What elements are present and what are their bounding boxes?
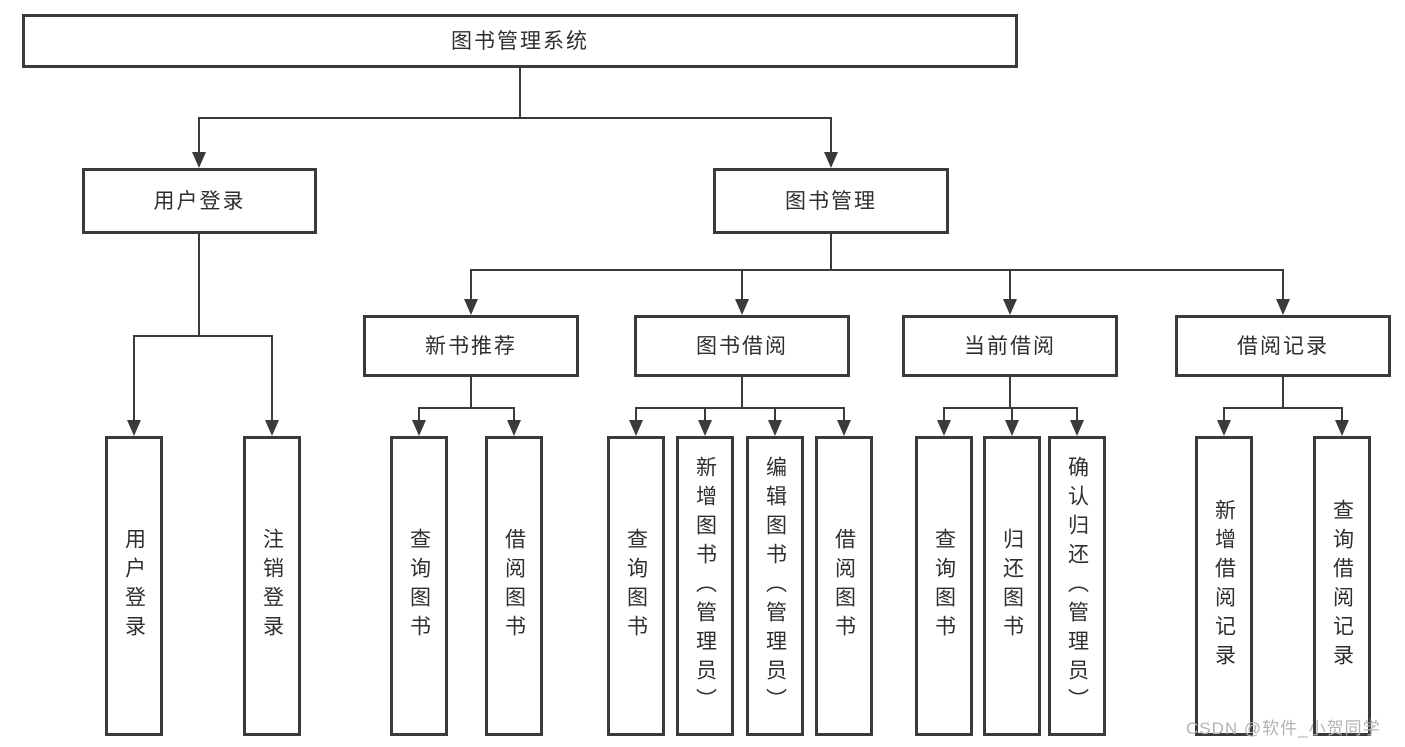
connector-line <box>470 377 472 408</box>
connector-line <box>1224 407 1343 409</box>
connector-line <box>741 377 743 408</box>
arrowhead-down <box>1003 299 1017 315</box>
connector-line <box>198 117 200 153</box>
node-root: 图书管理系统 <box>22 14 1018 68</box>
arrowhead-down <box>265 420 279 436</box>
arrowhead-down <box>412 420 426 436</box>
leaf-logout: 注销登录 <box>243 436 301 736</box>
leaf-add-books-admin: 新增图书（管理员） <box>676 436 734 736</box>
node-user-login: 用户登录 <box>82 168 317 234</box>
connector-line <box>635 407 637 421</box>
arrowhead-down <box>629 420 643 436</box>
arrowhead-down <box>464 299 478 315</box>
arrowhead-down <box>507 420 521 436</box>
connector-line <box>133 335 135 421</box>
arrowhead-down <box>768 420 782 436</box>
leaf-borrow-books-newbook: 借阅图书 <box>485 436 543 736</box>
node-book-borrowing: 图书借阅 <box>634 315 850 377</box>
connector-line <box>774 407 776 421</box>
arrowhead-down <box>735 299 749 315</box>
leaf-borrow-books-borrow: 借阅图书 <box>815 436 873 736</box>
leaf-query-books-current: 查询图书 <box>915 436 973 736</box>
leaf-query-books-borrow: 查询图书 <box>607 436 665 736</box>
connector-line <box>843 407 845 421</box>
leaf-confirm-return-admin: 确认归还（管理员） <box>1048 436 1106 736</box>
connector-line <box>199 117 832 119</box>
watermark: CSDN @软件_小贺同学 <box>1186 719 1381 738</box>
node-new-book-recommendation: 新书推荐 <box>363 315 579 377</box>
leaf-query-borrow-record: 查询借阅记录 <box>1313 436 1371 736</box>
connector-line <box>830 234 832 270</box>
arrowhead-down <box>824 152 838 168</box>
node-borrowing-records: 借阅记录 <box>1175 315 1391 377</box>
connector-line <box>470 269 472 301</box>
arrowhead-down <box>192 152 206 168</box>
connector-line <box>513 407 515 421</box>
connector-line <box>519 68 521 118</box>
connector-line <box>1223 407 1225 421</box>
leaf-user-login: 用户登录 <box>105 436 163 736</box>
connector-line <box>134 335 273 337</box>
connector-line <box>419 407 515 409</box>
connector-line <box>198 234 200 336</box>
arrowhead-down <box>837 420 851 436</box>
leaf-edit-books-admin: 编辑图书（管理员） <box>746 436 804 736</box>
connector-line <box>636 407 845 409</box>
connector-line <box>1009 269 1011 301</box>
connector-line <box>1282 377 1284 408</box>
connector-line <box>418 407 420 421</box>
connector-line <box>830 117 832 153</box>
connector-line <box>1282 269 1284 301</box>
arrowhead-down <box>1335 420 1349 436</box>
leaf-add-borrow-record: 新增借阅记录 <box>1195 436 1253 736</box>
arrowhead-down <box>1005 420 1019 436</box>
connector-line <box>943 407 945 421</box>
arrowhead-down <box>127 420 141 436</box>
connector-line <box>1341 407 1343 421</box>
node-book-management: 图书管理 <box>713 168 949 234</box>
node-current-borrowing: 当前借阅 <box>902 315 1118 377</box>
leaf-return-books: 归还图书 <box>983 436 1041 736</box>
connector-line <box>1011 407 1013 421</box>
arrowhead-down <box>1217 420 1231 436</box>
connector-line <box>1009 377 1011 408</box>
arrowhead-down <box>698 420 712 436</box>
arrowhead-down <box>1276 299 1290 315</box>
arrowhead-down <box>1070 420 1084 436</box>
connector-line <box>471 269 1283 271</box>
leaf-query-books-newbook: 查询图书 <box>390 436 448 736</box>
connector-line <box>741 269 743 301</box>
connector-line <box>271 335 273 421</box>
arrowhead-down <box>937 420 951 436</box>
connector-line <box>1076 407 1078 421</box>
connector-line <box>704 407 706 421</box>
